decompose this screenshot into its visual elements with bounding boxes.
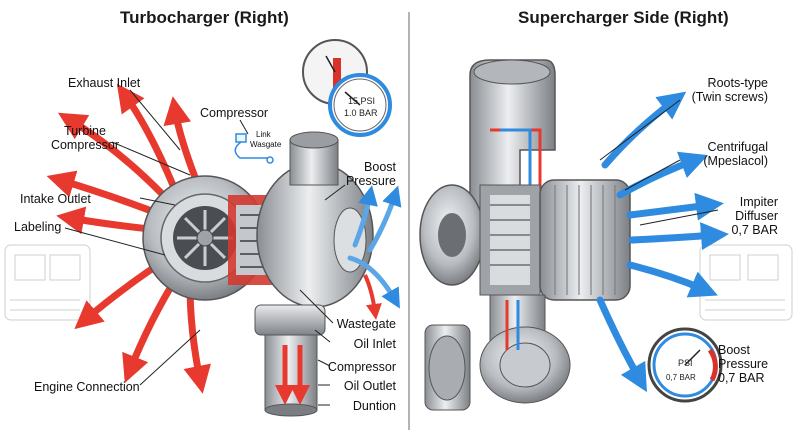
left-gauge-psi: 15 PSI — [348, 96, 375, 106]
wastegate-flow-arrow — [363, 274, 382, 320]
label-compressor-line: Compressor — [50, 138, 120, 152]
label-oil-inlet: Oil Inlet — [353, 337, 396, 351]
label-compressor-bottom: Compressor — [327, 360, 396, 374]
leader-lines-right — [599, 99, 719, 226]
compressor-housing — [256, 131, 374, 308]
label-roots-type: Roots-type (Twin screws) — [660, 76, 768, 104]
label-compressor-top: Compressor — [200, 106, 269, 120]
supercharger-front-plate — [419, 184, 485, 286]
boost-flow-arrows-left — [347, 185, 402, 309]
label-turbine-compressor: Turbine Compressor — [40, 124, 130, 152]
supercharger-lower-outlet — [479, 294, 571, 404]
label-boost-line: Boost — [364, 160, 396, 174]
right-gauge-boost — [647, 327, 723, 403]
engine-sketch-right — [699, 244, 793, 321]
label-intake-outlet: Intake Outlet — [20, 192, 91, 206]
left-gauge-bar: 1.0 BAR — [344, 108, 378, 118]
label-pressure-right-line: Pressure — [718, 357, 769, 371]
right-gauge-unit: PSI — [678, 358, 693, 368]
supercharger-pulley — [424, 324, 471, 411]
label-twin-screws-line: (Twin screws) — [691, 90, 768, 104]
title-left: Turbocharger (Right) — [120, 8, 289, 27]
label-centrifugal: Centrifugal (Mpeslacol) — [660, 140, 768, 168]
label-boost-pressure-right: Boost Pressure 0,7 BAR — [718, 343, 768, 385]
leader-lines-left — [64, 89, 346, 406]
label-bar-line: 0,7 BAR — [731, 223, 778, 237]
label-labeling: Labeling — [14, 220, 62, 234]
engine-sketch-left — [4, 244, 91, 321]
left-gauge-boost — [328, 73, 392, 137]
title-right: Supercharger Side (Right) — [518, 8, 729, 27]
label-exhaust-inlet: Exhaust Inlet — [68, 76, 141, 90]
label-duntion: Duntion — [352, 399, 396, 413]
label-pressure-line: Pressure — [345, 174, 396, 188]
boost-flow-arrows-right — [596, 91, 729, 393]
label-engine-connection: Engine Connection — [34, 380, 140, 394]
label-impiter-diffuser: Impiter Diffuser 0,7 BAR — [690, 195, 778, 237]
supercharger-cutaway — [479, 184, 541, 296]
oil-drain-pipe — [254, 304, 326, 417]
label-mpeslacol-line: (Mpeslacol) — [703, 154, 768, 168]
wastegate-actuator — [234, 133, 274, 164]
label-diffuser-line: Diffuser — [735, 209, 778, 223]
label-link: Link — [256, 130, 271, 139]
right-gauge-bar: 0,7 BAR — [666, 373, 696, 382]
label-centrifugal-line: Centrifugal — [707, 140, 768, 154]
label-wastegate: Wastegate — [336, 317, 396, 331]
label-bar-right-line: 0,7 BAR — [718, 371, 765, 385]
label-boost-pressure: Boost Pressure — [330, 160, 396, 188]
supercharger-finned-body — [539, 179, 631, 301]
label-wastegate-small: Wasgate — [250, 140, 282, 149]
label-oil-outlet: Oil Outlet — [343, 379, 396, 393]
label-impiter-line: Impiter — [739, 195, 778, 209]
label-boost-right-line: Boost — [718, 343, 750, 357]
label-roots-line: Roots-type — [707, 76, 768, 90]
label-turbine-line: Turbine — [64, 124, 106, 138]
